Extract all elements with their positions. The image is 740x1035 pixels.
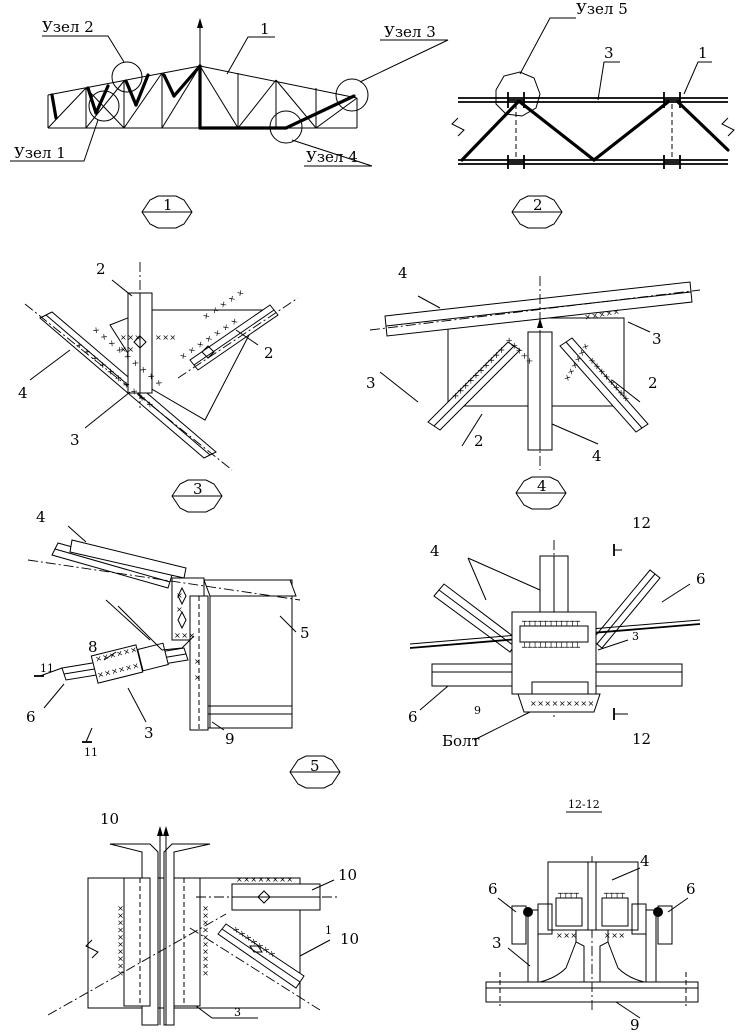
support-node-right: ┬┬┬┬┬┬┬┬┬┬┬ ┴┴┴┴┴┴┴┴┴┴┴ ××××××××× 12 4 6… [289, 514, 706, 789]
svg-text:┬┬┬┬: ┬┬┬┬ [557, 889, 579, 899]
fig5-label-9: 9 [225, 730, 235, 748]
fig5-label-11-bottom: 11 [84, 746, 98, 759]
fig5-label-8: 8 [88, 638, 98, 656]
fig4-label-3-left: 3 [366, 374, 376, 392]
svg-text:×: × [194, 673, 201, 682]
fig6-label-6-left: 6 [408, 708, 418, 726]
fig3-label-2-top: 2 [96, 260, 106, 278]
member-1-label-fig2: 1 [698, 44, 708, 62]
member-3-label: 3 [604, 44, 614, 62]
fig5-label-11-top: 11 [40, 662, 54, 675]
support-node-left: ×××××× ×××××× × × ××× × × 4 5 8 11 6 3 9… [26, 508, 310, 759]
fig6-label-4: 4 [430, 542, 440, 560]
figure-2-number: 2 [533, 196, 543, 214]
truss-overview: Узел 2 Узел 1 Узел 3 Узел 4 1 1 [10, 18, 449, 229]
fig4-label-4-top: 4 [398, 264, 408, 282]
svg-text:×××××××××: ××××××××× [530, 699, 595, 708]
svg-text:××××××××××: ×××××××××× [116, 905, 125, 977]
fig8-label-4: 4 [640, 852, 650, 870]
fig6-label-3: 3 [632, 630, 639, 643]
svg-text:┴┴┴┴┴┴┴┴┴┴┴: ┴┴┴┴┴┴┴┴┴┴┴ [521, 642, 580, 652]
svg-text:××××××××××: ×××××××××× [201, 905, 210, 977]
fig6-label-6-right: 6 [696, 570, 706, 588]
node-3-detail: ××× ××× ×× × × × × × × × × × × × × × × ×… [18, 260, 299, 513]
fig4-label-3-right: 3 [652, 330, 662, 348]
node-4-detail: ×××××××××× ××××× ×××××× ×××××××× ××××× 4… [366, 264, 701, 510]
fig3-label-2-right: 2 [264, 344, 274, 362]
fig8-label-3: 3 [492, 934, 502, 952]
section-12-12: 12-12 ┬┬┬┬ ┬┬┬┬ ××× ××× [485, 798, 699, 1034]
fig4-label-4-bottom: 4 [592, 447, 602, 465]
svg-text:×××: ××× [174, 631, 196, 640]
bottom-chord-node: ×××××××××× ×××××××××× ×××××××× ××××××× 1… [47, 810, 359, 1026]
figure-4-number: 4 [537, 477, 547, 495]
fig3-label-4: 4 [18, 384, 28, 402]
fig6-bolt-label: Болт [442, 732, 480, 750]
fig4-label-2-right: 2 [648, 374, 658, 392]
node-5-label: Узел 5 [576, 0, 628, 18]
svg-text:×××: ××× [556, 931, 578, 940]
fig7-label-10-right: 10 [338, 866, 357, 884]
svg-text:┬┬┬┬┬┬┬┬┬┬┬: ┬┬┬┬┬┬┬┬┬┬┬ [521, 617, 580, 627]
node-1-label: Узел 1 [14, 144, 66, 162]
svg-text:×: × [176, 605, 183, 614]
fig6-label-12-top: 12 [632, 514, 651, 532]
fig5-label-5: 5 [300, 624, 310, 642]
figure-5-number: 5 [310, 757, 320, 775]
section-title: 12-12 [568, 798, 600, 811]
svg-text:×××: ××× [120, 333, 142, 342]
node-5-fragment: Узел 5 3 1 2 [451, 0, 735, 229]
member-1-label: 1 [260, 20, 270, 38]
fig7-label-1: 1 [325, 924, 332, 937]
svg-text:×: × [176, 591, 183, 600]
fig6-label-9: 9 [474, 704, 481, 717]
svg-text:┬┬┬┬: ┬┬┬┬ [603, 889, 625, 899]
fig6-label-12-bottom: 12 [632, 730, 651, 748]
figure-3-number: 3 [193, 480, 203, 498]
fig7-label-10-low: 10 [340, 930, 359, 948]
figure-1-number: 1 [163, 196, 173, 214]
fig5-label-4: 4 [36, 508, 46, 526]
svg-text:×: × [194, 657, 201, 666]
svg-text:×××: ××× [155, 333, 177, 342]
node-2-label: Узел 2 [42, 18, 94, 36]
svg-text:××××××××: ×××××××× [236, 875, 294, 884]
fig8-label-6-right: 6 [686, 880, 696, 898]
fig5-label-3: 3 [144, 724, 154, 742]
svg-text:××: ×× [120, 345, 134, 354]
fig7-label-3: 3 [234, 1006, 241, 1019]
fig7-label-10-top: 10 [100, 810, 119, 828]
fig4-label-2-left: 2 [474, 432, 484, 450]
fig3-label-3: 3 [70, 431, 80, 449]
fig8-label-9: 9 [630, 1016, 640, 1034]
fig8-label-6-left: 6 [488, 880, 498, 898]
node-4-label: Узел 4 [306, 148, 358, 166]
node-3-label: Узел 3 [384, 23, 436, 41]
svg-text:×××: ××× [604, 931, 626, 940]
fig5-label-6: 6 [26, 708, 36, 726]
